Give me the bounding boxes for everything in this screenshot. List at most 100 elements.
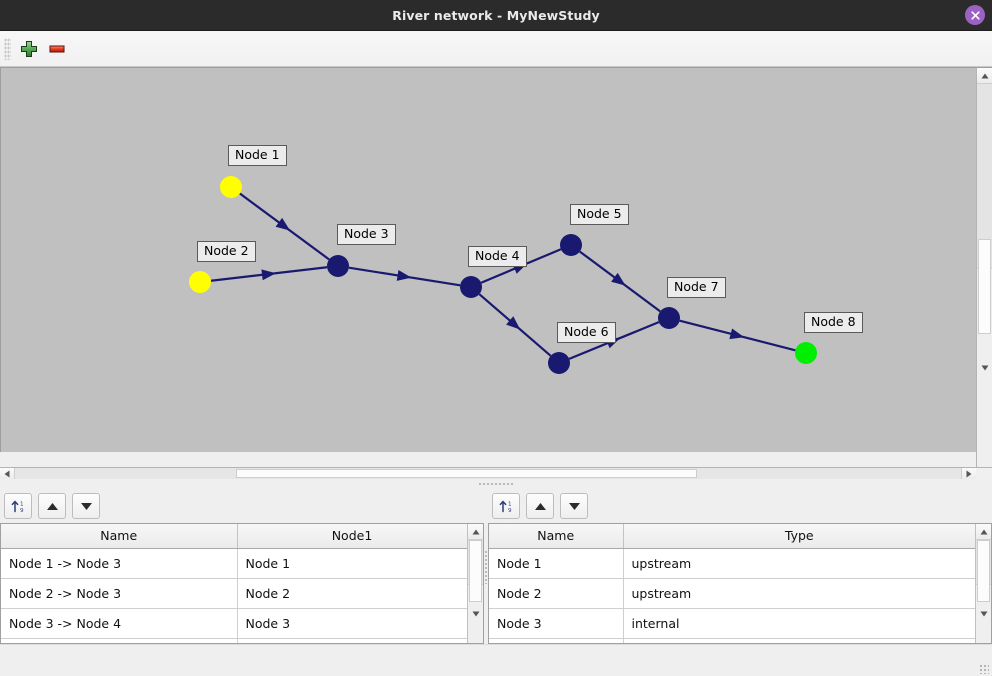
graph-horizontal-scrollbar[interactable]: [0, 467, 992, 480]
node-move-down-button[interactable]: [560, 493, 588, 520]
graph-hscroll-thumb[interactable]: [236, 469, 697, 479]
delete-node-button[interactable]: [43, 35, 71, 63]
branch-table-cell[interactable]: Node 1 -> Node 3: [1, 548, 238, 579]
node-table-row[interactable]: Node 4internal: [489, 638, 975, 643]
horizontal-splitter[interactable]: [0, 479, 992, 490]
add-node-button[interactable]: [15, 35, 43, 63]
graph-vscroll-track[interactable]: [977, 84, 992, 334]
scroll-up-button[interactable]: [977, 68, 992, 84]
graph-node-node-1[interactable]: [220, 176, 242, 198]
branch-table-cell[interactable]: Node 4: [237, 638, 467, 643]
graph-edge-arrowhead: [611, 272, 626, 286]
graph-node-node-3[interactable]: [327, 255, 349, 277]
status-bar: [0, 644, 992, 676]
arrow-down-icon: [568, 502, 580, 510]
node-table-scrollbar[interactable]: [975, 524, 991, 644]
branch-table-cell[interactable]: Node 3 -> Node 4: [1, 608, 238, 639]
node-table-cell[interactable]: internal: [623, 638, 975, 643]
branch-table-scrollbar[interactable]: [467, 524, 483, 644]
caret-up-icon: [981, 73, 988, 78]
branch-table-header-row: NameNode1Node2: [1, 524, 467, 549]
branch-panel-toolbar: 1 9: [0, 489, 484, 524]
branch-sort-button[interactable]: 1 9: [4, 493, 32, 520]
graph-node-node-6[interactable]: [548, 352, 570, 374]
graph-node-node-5[interactable]: [560, 234, 582, 256]
branch-table-cell[interactable]: Node 1: [237, 548, 467, 579]
node-scroll-track[interactable]: [976, 540, 991, 603]
graph-vertical-scrollbar[interactable]: [976, 67, 992, 467]
node-scroll-up-button[interactable]: [976, 524, 991, 541]
graph-node-node-7[interactable]: [658, 307, 680, 329]
window-resize-grip[interactable]: [979, 664, 989, 674]
node-table-cell[interactable]: Node 3: [489, 608, 624, 639]
node-table-column-header[interactable]: Type: [623, 524, 975, 549]
branch-scroll-up-button[interactable]: [468, 524, 483, 541]
graph-edge-arrowhead: [261, 269, 276, 281]
node-panel-toolbar: 1 9: [488, 489, 992, 524]
graph-node-node-8[interactable]: [795, 342, 817, 364]
graph-node-label-node-4[interactable]: Node 4: [468, 246, 527, 267]
branch-panel: 1 9: [0, 489, 484, 644]
graph-edge-arrowhead: [729, 328, 745, 340]
branch-scroll-thumb[interactable]: [469, 540, 482, 603]
graph-node-label-node-7[interactable]: Node 7: [667, 277, 726, 298]
branch-move-down-button[interactable]: [72, 493, 100, 520]
branch-table-cell[interactable]: Node 3: [237, 608, 467, 639]
node-table-cell[interactable]: upstream: [623, 578, 975, 609]
network-graph-panel: Node 1 Node 2 Node 3 Node 4 Node 5 Node 6 Node…: [0, 67, 992, 467]
node-table-cell[interactable]: Node 2: [489, 578, 624, 609]
graph-node-label-node-8[interactable]: Node 8: [804, 312, 863, 333]
branch-table-cell[interactable]: Node 2: [237, 578, 467, 609]
graph-nodes: [189, 176, 817, 374]
graph-hscroll-track[interactable]: [15, 468, 961, 480]
branch-scroll-track[interactable]: [468, 540, 483, 603]
branch-move-up-button[interactable]: [38, 493, 66, 520]
node-table-cell[interactable]: Node 1: [489, 548, 624, 579]
scroll-right-button[interactable]: [961, 468, 976, 480]
splitter-grip-icon: [484, 549, 488, 584]
caret-right-icon: [966, 470, 972, 478]
graph-vscroll-thumb[interactable]: [978, 239, 991, 334]
node-panel: 1 9: [488, 489, 992, 644]
node-scroll-thumb[interactable]: [977, 540, 990, 603]
graph-node-node-2[interactable]: [189, 271, 211, 293]
toolbar-grip[interactable]: [4, 37, 11, 60]
svg-text:1: 1: [20, 502, 24, 508]
branch-table-column-header[interactable]: Node1: [237, 524, 467, 549]
scroll-left-button[interactable]: [0, 468, 15, 480]
graph-node-node-4[interactable]: [460, 276, 482, 298]
node-table-cell[interactable]: upstream: [623, 548, 975, 579]
node-sort-button[interactable]: 1 9: [492, 493, 520, 520]
node-table-cell[interactable]: internal: [623, 608, 975, 639]
node-table-cell[interactable]: Node 4: [489, 638, 624, 643]
graph-node-label-node-1[interactable]: Node 1: [228, 145, 287, 166]
graph-edge-arrowhead: [396, 269, 412, 281]
branch-table-cell[interactable]: Node 4 -> Node 5: [1, 638, 238, 643]
caret-down-icon: [472, 611, 479, 617]
network-graph-canvas[interactable]: Node 1 Node 2 Node 3 Node 4 Node 5 Node 6 Node…: [0, 67, 976, 452]
node-table-column-header[interactable]: Name: [489, 524, 624, 549]
graph-node-label-node-3[interactable]: Node 3: [337, 224, 396, 245]
graph-node-label-node-2[interactable]: Node 2: [197, 241, 256, 262]
graph-node-label-node-5[interactable]: Node 5: [570, 204, 629, 225]
branch-table-cell[interactable]: Node 2 -> Node 3: [1, 578, 238, 609]
graph-node-label-node-6[interactable]: Node 6: [557, 322, 616, 343]
branch-table-column-header[interactable]: Name: [1, 524, 238, 549]
node-move-up-button[interactable]: [526, 493, 554, 520]
close-button[interactable]: [965, 5, 985, 25]
vertical-splitter[interactable]: [484, 489, 488, 644]
